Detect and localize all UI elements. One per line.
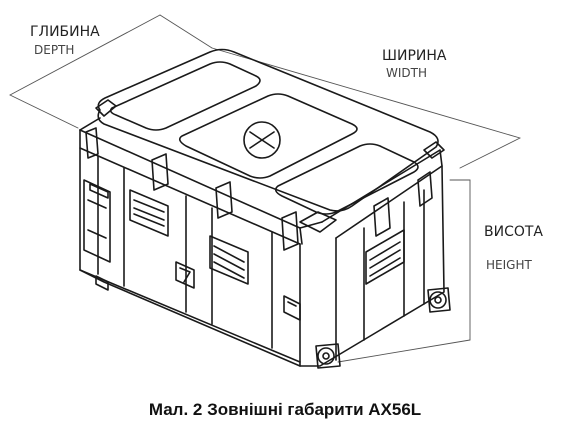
case-body	[79, 147, 445, 367]
width-label-en: WIDTH	[386, 66, 427, 80]
height-label-ua: ВИСОТА	[484, 224, 544, 240]
depth-label-en: DEPTH	[34, 43, 75, 57]
width-label-ua: ШИРИНА	[382, 48, 447, 64]
latches	[85, 127, 433, 251]
depth-label-ua: ГЛИБИНА	[30, 24, 100, 40]
handles	[83, 179, 405, 285]
dimension-lines	[9, 14, 521, 363]
wheels	[95, 275, 451, 369]
height-label-en: HEIGHT	[486, 258, 532, 272]
figure-caption: Мал. 2 Зовнішні габарити AX56L	[148, 400, 422, 419]
logo-emblem	[243, 121, 281, 159]
body-badges	[175, 261, 301, 321]
